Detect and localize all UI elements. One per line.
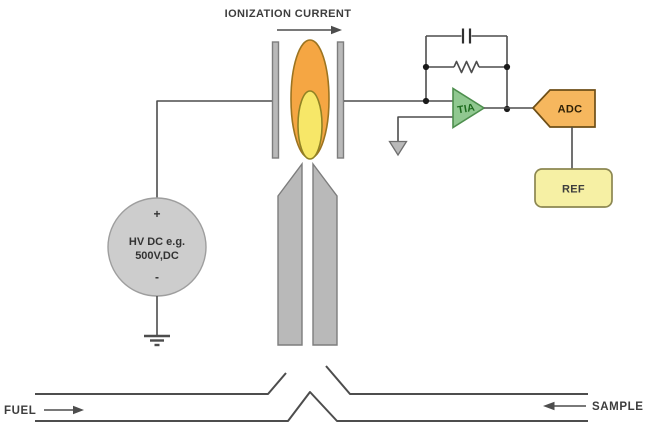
hv-label-line1: HV DC e.g.: [129, 236, 185, 248]
tia-feedback-network: [422, 28, 511, 113]
junction-dot: [503, 63, 511, 71]
adc-block: ADC: [531, 89, 596, 128]
burner-tube-right: [312, 161, 338, 346]
ref-label: REF: [562, 184, 585, 196]
fuel-arrow-icon: [44, 405, 84, 415]
flame-icon: [290, 39, 330, 160]
ref-shape: [534, 168, 613, 208]
adc-shape: [531, 89, 596, 128]
hv-label-line2: 500V,DC: [135, 250, 179, 262]
ionization-current-arrow-icon: [277, 25, 342, 35]
earth-ground-icon: [144, 296, 170, 347]
hv-dc-source: + HV DC e.g. 500V,DC -: [107, 197, 207, 297]
junction-dot: [503, 105, 511, 113]
tia-triangle: [452, 87, 486, 129]
signal-ground-arrow-icon: [388, 140, 408, 157]
hv-plus-sign: +: [153, 207, 160, 221]
junction-dot: [422, 97, 430, 105]
channel-top-left-line: [35, 372, 287, 395]
adc-label: ADC: [558, 104, 583, 116]
right-electrode-plate: [336, 41, 345, 159]
capacitor-icon: [461, 28, 472, 44]
tia-amplifier: TIA: [452, 87, 486, 129]
tia-label: TIA: [457, 102, 477, 117]
hv-to-electrode-wire: [156, 100, 273, 198]
tia-noninverting-input-wire: [397, 116, 453, 141]
burner-tube-left: [277, 161, 303, 346]
ref-block: REF: [534, 168, 613, 208]
sample-label: SAMPLE: [592, 401, 644, 413]
gas-channel: [35, 365, 588, 422]
flame-inner-core: [297, 90, 323, 160]
channel-bottom-line: [35, 391, 588, 422]
fuel-label: FUEL: [4, 405, 36, 417]
junction-dot: [422, 63, 430, 71]
sample-arrow-icon: [543, 401, 586, 411]
channel-top-right-line: [325, 365, 588, 395]
resistor-icon: [453, 60, 480, 74]
hv-minus-sign: -: [155, 270, 159, 284]
left-electrode-plate: [271, 41, 280, 159]
ionization-current-label: IONIZATION CURRENT: [225, 8, 352, 20]
